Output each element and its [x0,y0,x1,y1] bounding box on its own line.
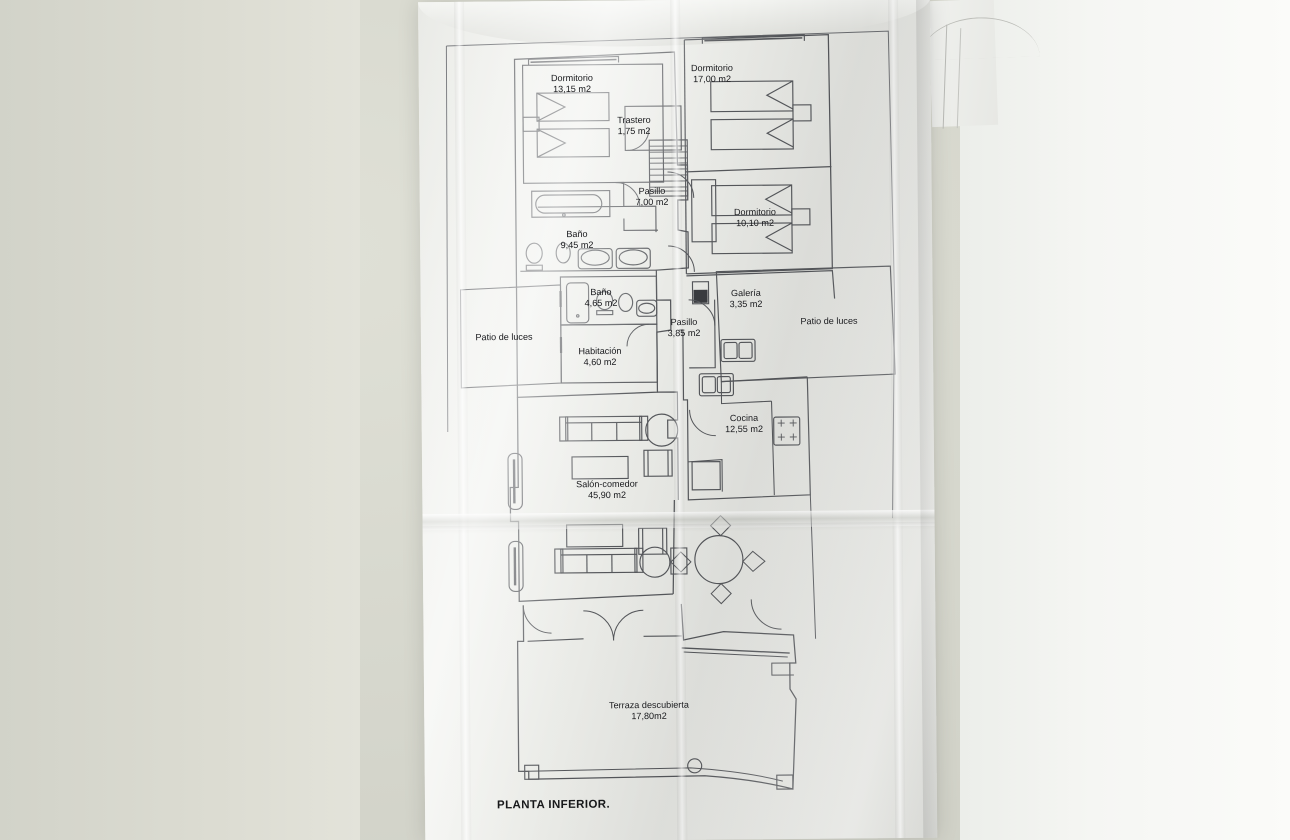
room-area: 13,15 m2 [553,84,592,95]
wall-right-highlight [960,0,1290,840]
wall-left-shading [0,0,360,840]
room-area: 45,90 m2 [588,490,627,501]
room-area: 4,65 m2 [584,298,618,309]
room-area: 10,10 m2 [736,218,775,229]
room-name: Patio de luces [800,315,858,327]
room-area: 1,75 m2 [617,126,651,137]
room-area: 17,80m2 [631,711,667,722]
room-label-patio-luces-1: Patio de luces [444,331,564,343]
room-area: 9,45 m2 [560,240,594,251]
plan-caption: PLANTA INFERIOR. [496,798,611,812]
room-area: 3,35 m2 [729,299,763,310]
room-area: 17,00 m2 [693,74,732,85]
room-area: 3,85 m2 [667,328,701,339]
room-area: 12,55 m2 [725,424,764,435]
floor-plan-paper [418,0,942,840]
secondary-paper-sliver [918,0,1040,129]
room-label-patio-luces-2: Patio de luces [769,315,889,327]
room-name: Patio de luces [475,331,533,343]
room-area: 4,60 m2 [583,357,617,368]
